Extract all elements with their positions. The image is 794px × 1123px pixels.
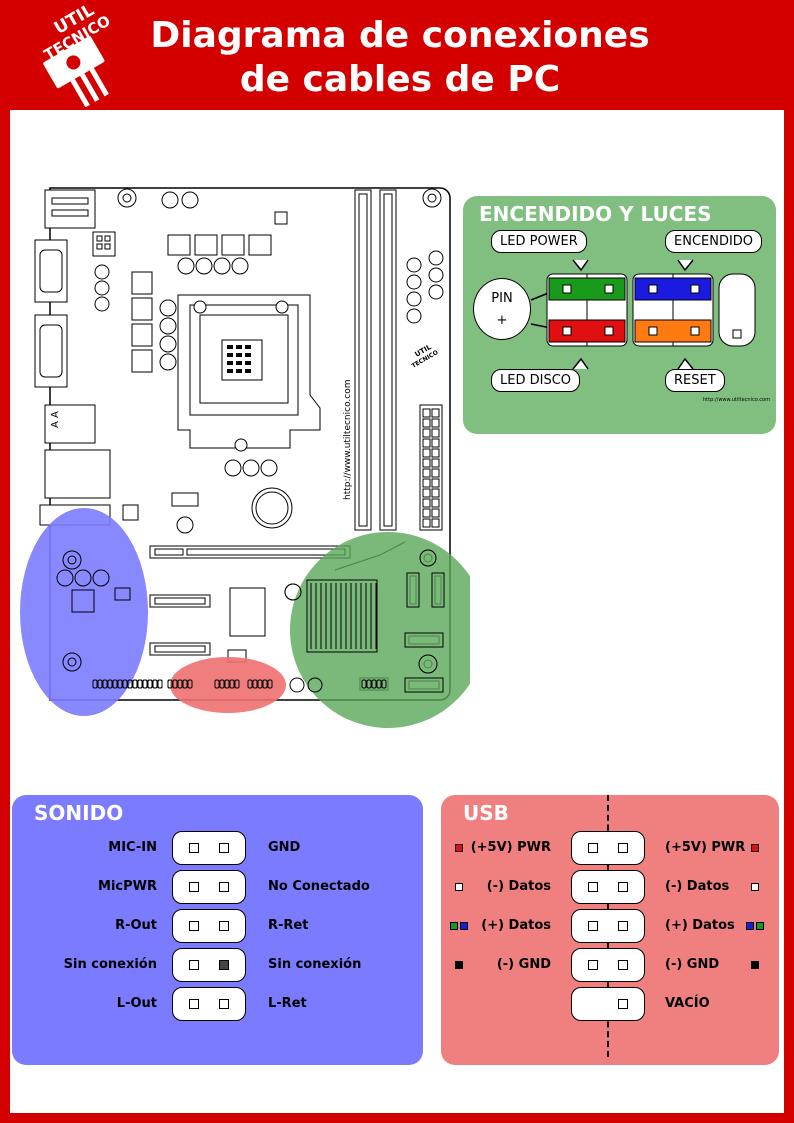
usb-header-highlight: [290, 532, 470, 728]
usb-wire-color-marker: [455, 961, 463, 969]
power-switch-callout: ENCENDIDO: [665, 230, 763, 253]
led-power-callout: LED POWER: [491, 230, 587, 253]
power-panel-box: ENCENDIDO Y LUCES LED POWER ENCENDIDO LE…: [463, 196, 776, 434]
mb-url-text: http://www.utiltecnico.com: [343, 379, 353, 500]
usb-wire-color-marker: [756, 922, 764, 930]
sound-pin-left-label: L-Out: [116, 996, 157, 1011]
usb-pin-right-label: (-) Datos: [665, 879, 730, 894]
sound-title: SONIDO: [34, 801, 124, 825]
pin: [189, 999, 199, 1009]
usb-pin-left-label: (+) Datos: [481, 918, 551, 933]
usb-wire-color-marker: [455, 844, 463, 852]
usb-pin-right-label: VACÍO: [665, 996, 710, 1011]
title-line2: de cables de PC: [239, 59, 561, 100]
usb-pin-left-label: (-) Datos: [486, 879, 551, 894]
sound-pin-right-label: No Conectado: [268, 879, 370, 894]
usb-pin-left-label: (-) GND: [496, 957, 551, 972]
usb-wire-color-marker: [455, 883, 463, 891]
title-line1: Diagrama de conexiones: [150, 15, 650, 56]
pin-pair: [172, 870, 246, 904]
pin: [588, 960, 598, 970]
motherboard-diagram: A A http://www.utiltecnico.com: [20, 187, 470, 728]
sound-pin-right-label: R-Ret: [268, 918, 309, 933]
led-disk-callout: LED DISCO: [491, 369, 581, 392]
pin: [618, 999, 628, 1009]
usb-title: USB: [463, 801, 509, 825]
power-panel-title: ENCENDIDO Y LUCES: [479, 202, 712, 226]
sound-pin-right-label: Sin conexión: [268, 957, 362, 972]
pin: [618, 882, 628, 892]
page-title: Diagrama de conexiones de cables de PC: [120, 14, 680, 102]
front-panel-highlight: [170, 657, 286, 713]
pin: [618, 921, 628, 931]
usb-pin-right-label: (+) Datos: [665, 918, 735, 933]
pin-pair: [172, 948, 246, 982]
pin-label: PIN: [491, 291, 513, 306]
usb-pin-right-label: (+5V) PWR: [665, 840, 746, 855]
pin-pair: [571, 987, 645, 1021]
pin: [618, 960, 628, 970]
panel-url: http://www.utiltecnico.com: [703, 397, 770, 403]
front-panel-connector: http://www.utiltecnico.com: [530, 259, 770, 403]
pin-plus-bubble: PIN +: [473, 278, 531, 340]
pin: [219, 960, 229, 970]
sound-pin-right-label: GND: [268, 840, 301, 855]
plus-label: +: [496, 313, 508, 328]
reset-pins: [634, 319, 712, 343]
pin: [588, 921, 598, 931]
sound-pin-left-label: Sin conexión: [63, 957, 157, 972]
pin: [618, 843, 628, 853]
pin: [588, 843, 598, 853]
usb-wire-color-marker: [751, 844, 759, 852]
usb-pin-right-label: (-) GND: [665, 957, 720, 972]
pin: [189, 882, 199, 892]
pin-pair: [571, 870, 645, 904]
reset-callout: RESET: [665, 369, 725, 392]
pin-pair: [172, 909, 246, 943]
pin: [189, 921, 199, 931]
pin-pair: [172, 987, 246, 1021]
pin: [588, 882, 598, 892]
usb-wire-color-marker: [751, 961, 759, 969]
pin-pair: [571, 831, 645, 865]
usb-pin-left-label: (+5V) PWR: [470, 840, 551, 855]
header: UTIL TECNICO Diagrama de conexiones de c…: [0, 0, 794, 110]
svg-text:A A: A A: [50, 411, 61, 428]
pin-pair: [571, 909, 645, 943]
pin: [219, 999, 229, 1009]
usb-wire-color-marker: [746, 922, 754, 930]
usb-box: USB (+5V) PWR (+5V) PWR (-) Datos (-) Datos…: [441, 795, 779, 1065]
pin-pair: [571, 948, 645, 982]
pin-pair: [172, 831, 246, 865]
sound-pin-left-label: R-Out: [115, 918, 157, 933]
power-switch-pins: [634, 277, 712, 301]
led-disk-pins: [548, 319, 626, 343]
pin: [219, 843, 229, 853]
pin: [189, 960, 199, 970]
pin: [219, 921, 229, 931]
sound-pin-left-label: MIC-IN: [108, 840, 157, 855]
sound-pin-left-label: MicPWR: [98, 879, 157, 894]
led-power-pins: [548, 277, 626, 301]
usb-wire-color-marker: [751, 883, 759, 891]
pin: [219, 882, 229, 892]
usb-wire-color-marker: [450, 922, 458, 930]
pin: [189, 843, 199, 853]
util-tecnico-logo: UTIL TECNICO: [41, 2, 114, 107]
usb-wire-color-marker: [460, 922, 468, 930]
sound-pin-right-label: L-Ret: [268, 996, 307, 1011]
